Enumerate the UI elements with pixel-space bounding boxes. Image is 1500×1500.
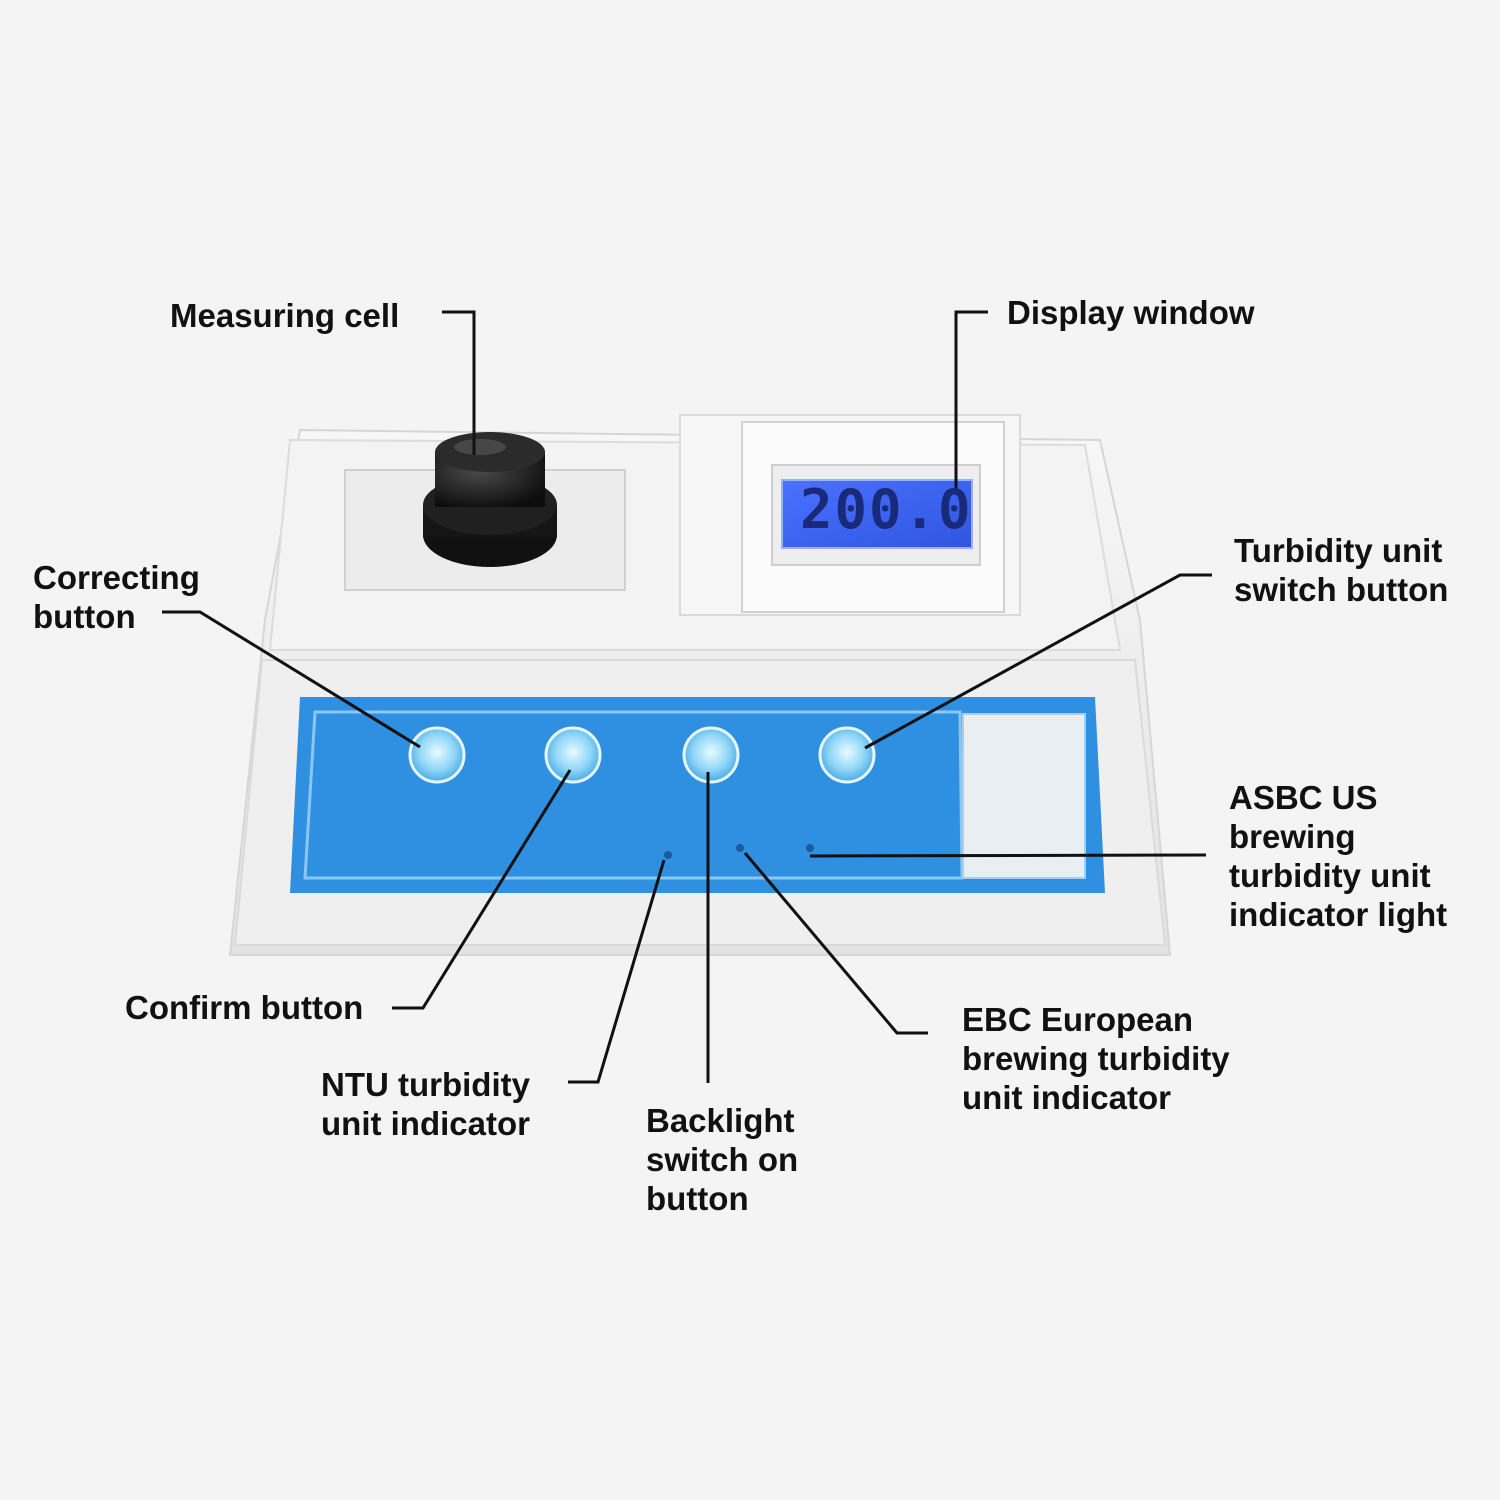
confirm-button[interactable] bbox=[544, 726, 602, 784]
label-window bbox=[962, 713, 1086, 879]
control-panel bbox=[290, 697, 1105, 893]
measuring-cell-knob[interactable] bbox=[423, 432, 557, 567]
label-ntu-indicator: NTU turbidity unit indicator bbox=[321, 1066, 530, 1142]
label-confirm-button: Confirm button bbox=[125, 989, 364, 1026]
lcd-reading: 200.0 bbox=[800, 478, 973, 541]
label-correcting-button: Correcting button bbox=[33, 559, 200, 635]
asbc-indicator-light bbox=[806, 844, 814, 852]
label-ebc-indicator: EBC European brewing turbidity unit indi… bbox=[962, 1001, 1230, 1116]
lcd-screen bbox=[781, 479, 973, 549]
turbidity-unit-switch-button[interactable] bbox=[818, 726, 876, 784]
backlight-button[interactable] bbox=[682, 726, 740, 784]
label-asbc-indicator: ASBC US brewing turbidity unit indicator… bbox=[1229, 779, 1448, 933]
label-display-window: Display window bbox=[1007, 294, 1255, 331]
label-measuring-cell: Measuring cell bbox=[170, 297, 400, 334]
leader-lines bbox=[162, 310, 1212, 1084]
ntu-indicator-light bbox=[664, 851, 672, 859]
ebc-indicator-light bbox=[736, 844, 744, 852]
correcting-button[interactable] bbox=[408, 726, 466, 784]
label-backlight-button: Backlight switch on button bbox=[646, 1102, 799, 1217]
label-turbidity-switch: Turbidity unit switch button bbox=[1234, 532, 1449, 608]
